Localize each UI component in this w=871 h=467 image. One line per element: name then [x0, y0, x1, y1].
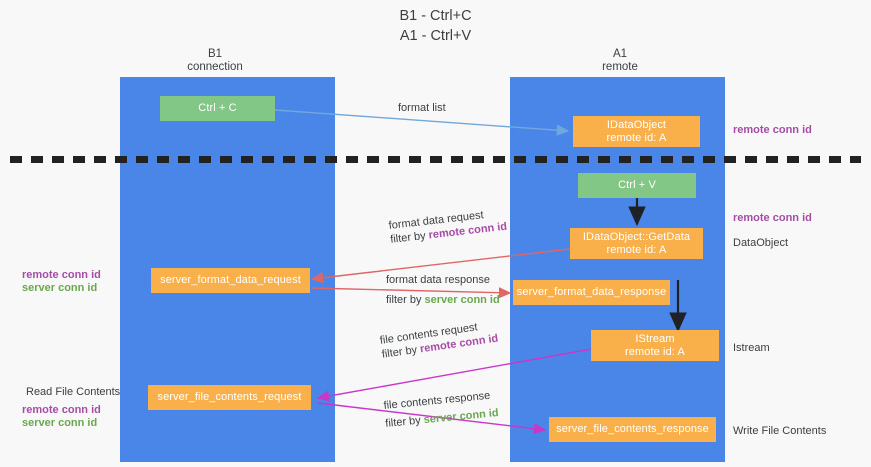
node-server-file-contents-response[interactable]: server_file_contents_response: [549, 417, 716, 442]
edge-label-format-data-response-line1: format data response: [386, 274, 490, 286]
node-getdata-label: IDataObject::GetData: [582, 230, 691, 243]
column-header-b1: B1 connection: [145, 48, 285, 74]
column-header-a1: A1 remote: [545, 48, 695, 74]
edge-label-format-data-response: format data response filter by server co…: [386, 273, 500, 307]
node-server-file-contents-response-label: server_file_contents_response: [556, 423, 709, 435]
node-ctrl-v[interactable]: Ctrl + V: [578, 173, 696, 198]
left-label-server-conn-id-bot: server conn id: [22, 417, 98, 429]
node-istream[interactable]: IStream remote id: A: [591, 330, 719, 361]
server-conn-id-key-2: server conn id: [423, 407, 500, 427]
node-idataobject-remote-id: remote id: A: [606, 131, 667, 144]
column-header-a1-name: A1: [612, 48, 628, 60]
node-idataobject-label: IDataObject: [606, 118, 667, 131]
node-ctrl-c[interactable]: Ctrl + C: [160, 96, 275, 121]
phase-divider-dashed-line: [10, 156, 861, 163]
diagram-title-line1: B1 - Ctrl+C: [399, 8, 472, 24]
filter-by-prefix-1: filter by: [389, 229, 430, 246]
node-server-file-contents-request[interactable]: server_file_contents_request: [148, 385, 311, 410]
right-label-write-file-contents: Write File Contents: [733, 425, 827, 437]
filter-by-prefix-4: filter by: [384, 414, 425, 430]
edge-label-file-contents-request: file contents request filter by remote c…: [379, 318, 499, 362]
left-label-server-conn-id-mid: server conn id: [22, 282, 98, 294]
node-ctrl-c-label: Ctrl + C: [198, 102, 237, 114]
node-server-format-data-request-label: server_format_data_request: [160, 274, 301, 286]
diagram-title-line2: A1 - Ctrl+V: [399, 28, 472, 44]
edge-label-format-data-response-line2: filter by server conn id: [386, 293, 500, 307]
node-istream-label: IStream: [635, 332, 675, 345]
right-label-remote-conn-id-mid: remote conn id: [733, 212, 812, 224]
right-label-dataobject: DataObject: [733, 237, 789, 249]
left-label-remote-conn-id-mid: remote conn id: [22, 269, 101, 281]
diagram-title: B1 - Ctrl+C A1 - Ctrl+V: [0, 6, 871, 46]
filter-by-prefix-2: filter by: [386, 294, 425, 306]
node-ctrl-v-label: Ctrl + V: [618, 179, 656, 191]
left-label-read-file-contents: Read File Contents: [26, 386, 121, 398]
node-server-format-data-response-label: server_format_data_response: [516, 286, 667, 298]
edge-label-file-contents-response: file contents response filter by server …: [383, 388, 499, 431]
right-label-istream: Istream: [733, 342, 770, 354]
node-getdata[interactable]: IDataObject::GetData remote id: A: [570, 228, 703, 259]
right-label-remote-conn-id-top: remote conn id: [733, 124, 812, 136]
edge-label-format-list: format list: [398, 102, 446, 114]
edge-label-format-data-request: format data request filter by remote con…: [388, 206, 508, 247]
node-getdata-remote-id: remote id: A: [606, 243, 667, 256]
column-header-b1-sub: connection: [187, 61, 243, 73]
node-istream-remote-id: remote id: A: [625, 345, 685, 358]
node-idataobject[interactable]: IDataObject remote id: A: [573, 116, 700, 147]
node-server-format-data-response[interactable]: server_format_data_response: [513, 280, 670, 305]
node-server-format-data-request[interactable]: server_format_data_request: [151, 268, 310, 293]
column-header-b1-name: B1: [207, 48, 223, 60]
server-conn-id-key-1: server conn id: [424, 294, 500, 306]
filter-by-prefix-3: filter by: [381, 343, 421, 361]
column-header-a1-sub: remote: [602, 61, 638, 73]
node-server-file-contents-request-label: server_file_contents_request: [157, 391, 302, 403]
left-label-remote-conn-id-bot: remote conn id: [22, 404, 101, 416]
